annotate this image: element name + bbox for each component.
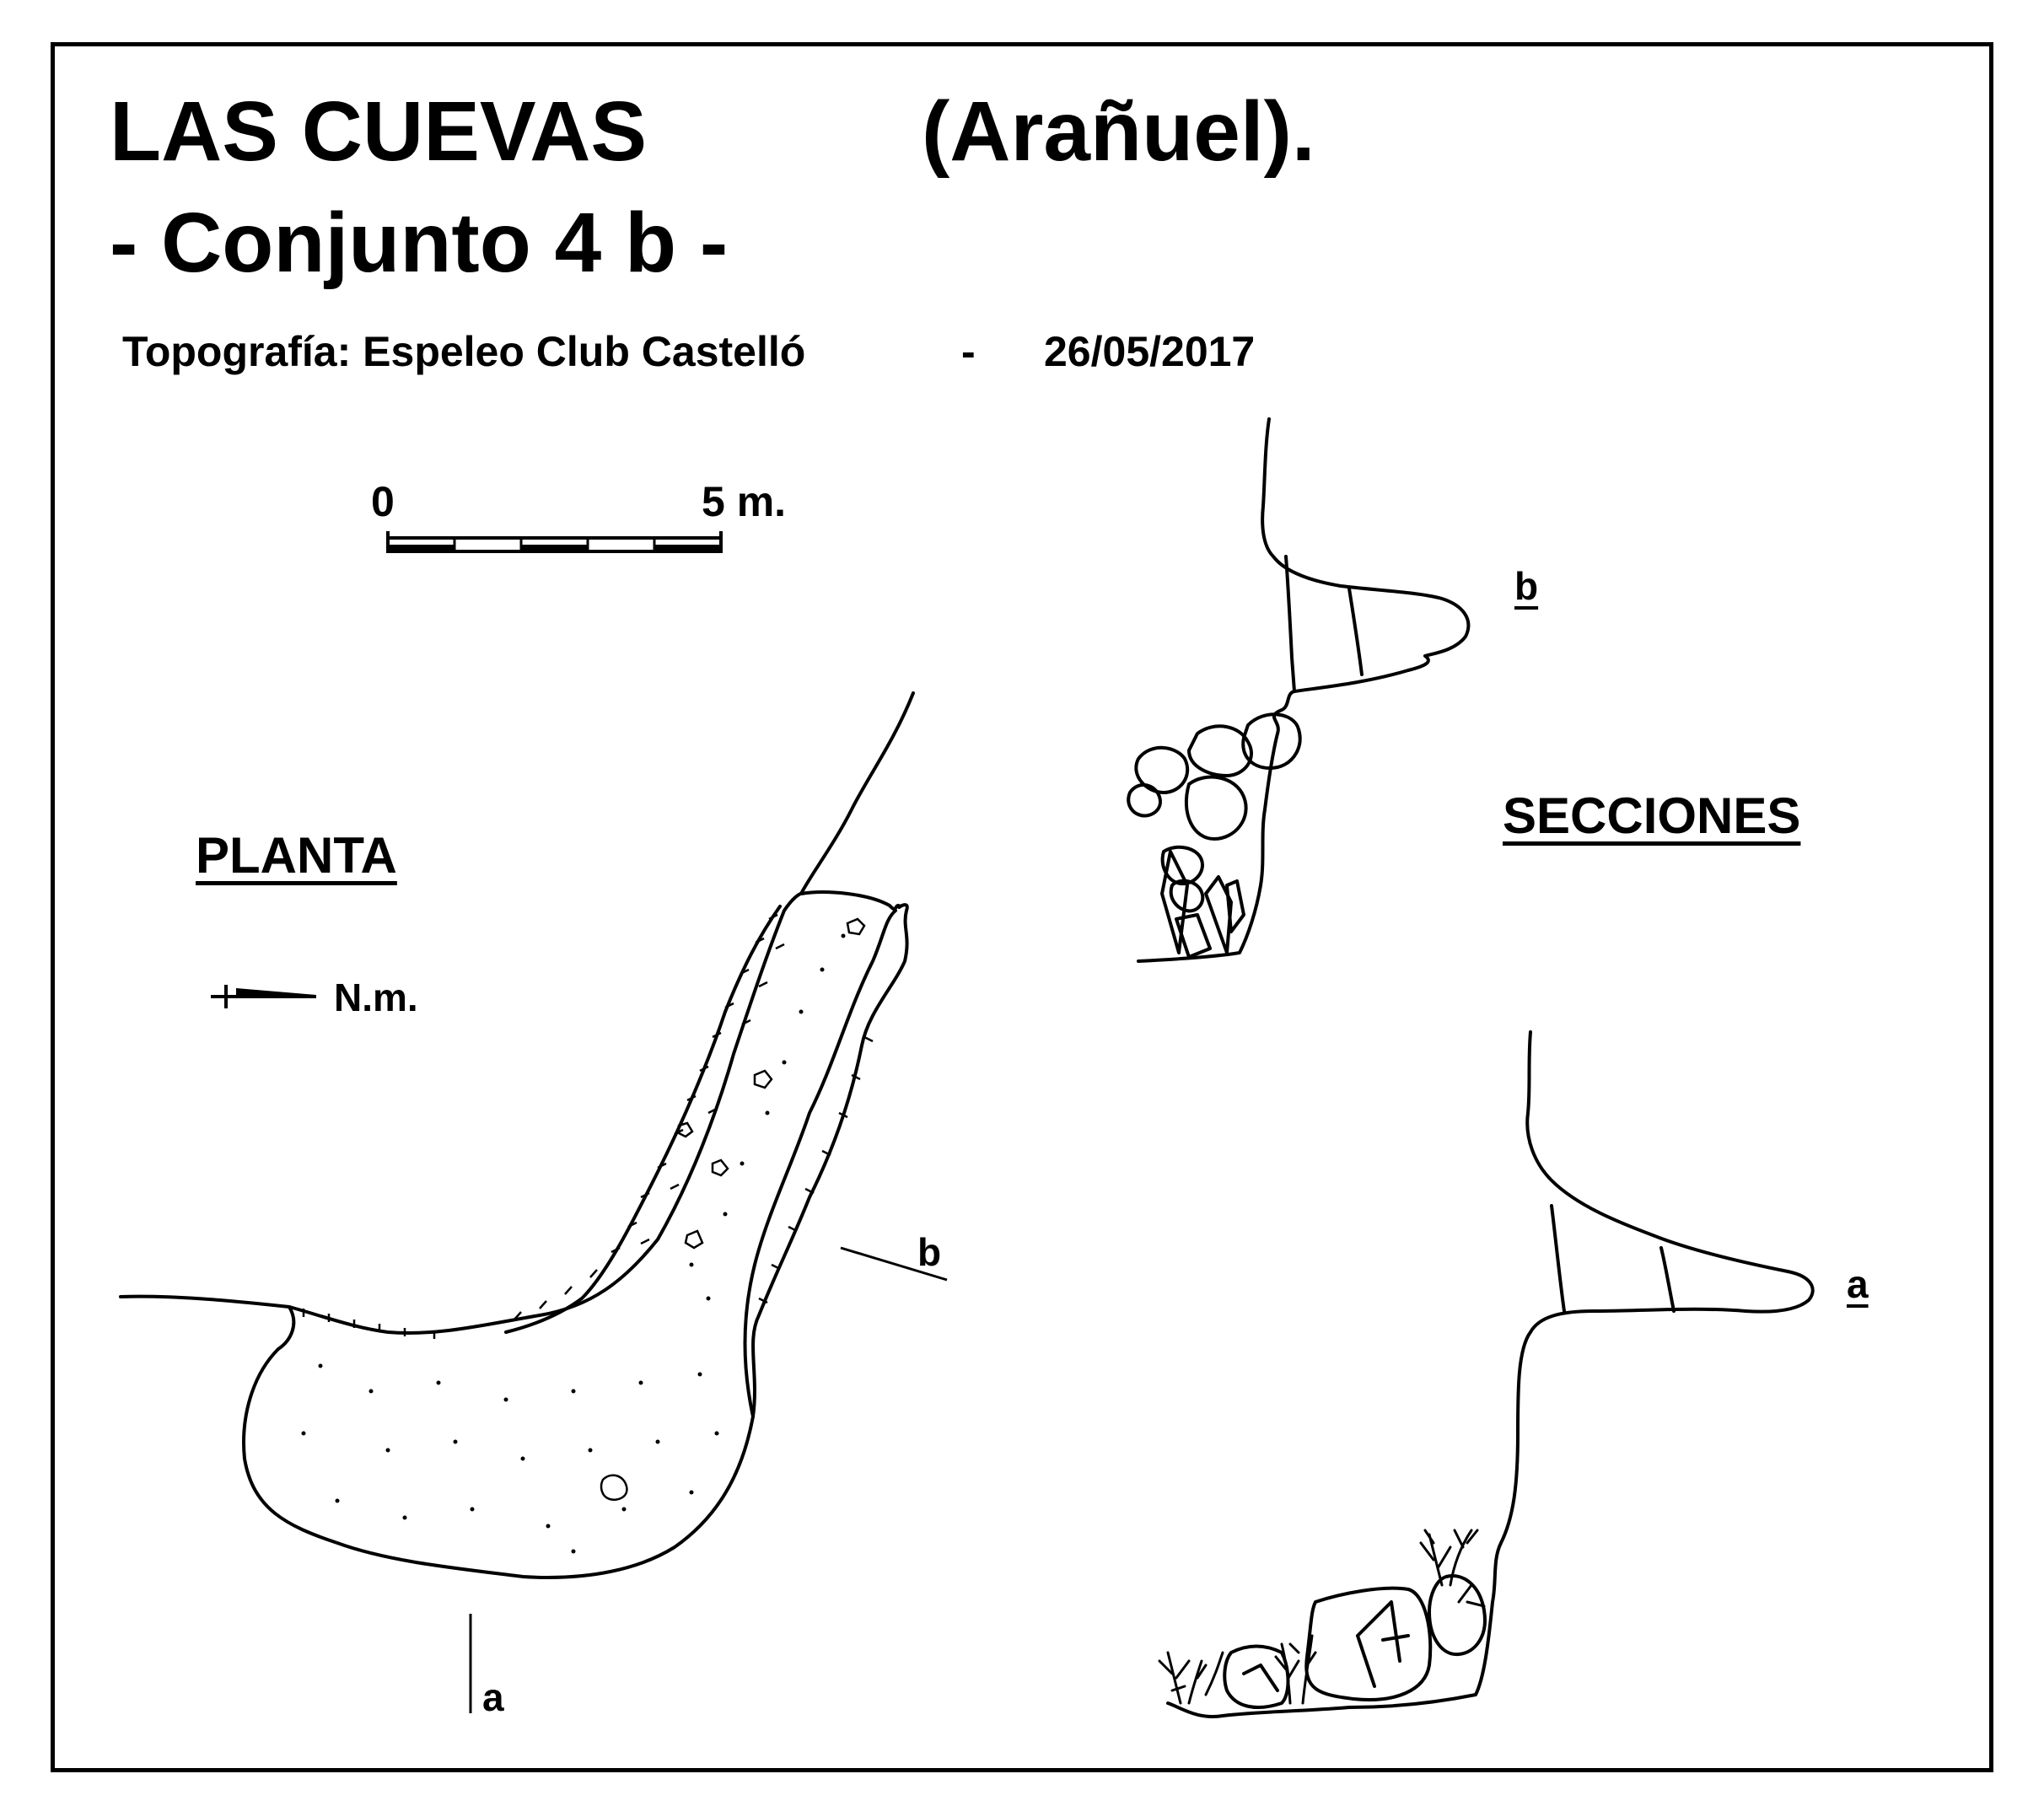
north-label: N.m.	[334, 976, 418, 1019]
section-a-drawing	[1166, 1030, 1815, 1718]
plan-ledge-ticks	[302, 913, 874, 1339]
plan-blocks	[600, 917, 866, 1501]
plan-floor-dots	[301, 933, 846, 1554]
section-a-roots	[1158, 1529, 1486, 1705]
section-b-drawing	[1127, 417, 1471, 963]
plan-section-b-label: b	[917, 1230, 942, 1274]
survey-date: 26/05/2017	[1044, 328, 1256, 375]
scale-start-label: 0	[371, 478, 395, 525]
plan-section-b-line	[840, 1246, 948, 1282]
plan-outline	[119, 691, 915, 1579]
credit-separator: -	[961, 328, 976, 375]
set-subtitle: - Conjunto 4 b -	[110, 196, 729, 290]
scale-end-label: 5 m.	[702, 478, 787, 525]
cave-name: LAS CUEVAS	[110, 84, 648, 179]
section-a-label: a	[1847, 1262, 1869, 1306]
survey-credit: Topografía: Espeleo Club Castelló	[122, 328, 806, 375]
sections-title: SECCIONES	[1503, 787, 1801, 844]
plan-section-a-label: a	[482, 1675, 504, 1719]
section-b-label: b	[1514, 564, 1539, 608]
map-frame	[51, 42, 1993, 1772]
cave-location: (Arañuel).	[922, 84, 1315, 179]
plan-title: PLANTA	[196, 827, 397, 884]
scale-bar	[386, 531, 723, 553]
north-arrow-icon	[211, 985, 316, 1008]
